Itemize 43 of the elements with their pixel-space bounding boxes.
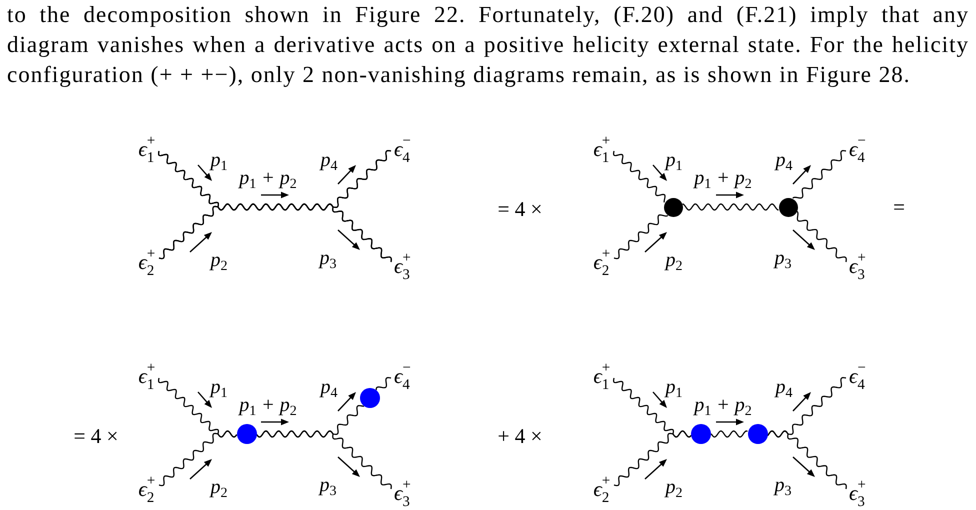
coefficient-term: = 4 × xyxy=(498,198,542,220)
momentum-label: p$_{3}$ xyxy=(774,475,792,495)
momentum-label: p$_{4}$ xyxy=(776,377,792,397)
body-paragraph: to the decomposition shown in Figure 22. Fortunately, (F.20) and (F.21) imply that any diagram vanishes when a derivative acts on a positive helicity external state. For the helicity configuration (+ + +−), only 2 non-vanishing diagrams remain, as is shown in Figure 28. xyxy=(7,1,969,89)
momentum-label: p$_{2}$ xyxy=(210,477,228,497)
wavy-line xyxy=(792,150,846,199)
momentum-label: p$_{1}$ + p$_{2}$ xyxy=(694,168,752,188)
momentum-label: p$_{2}$ xyxy=(666,250,682,270)
wavy-line xyxy=(158,203,392,262)
momentum-label: p$_{4}$ xyxy=(320,150,338,170)
momentum-label: p$_{2}$ xyxy=(666,477,682,497)
momentum-label: p$_{3}$ xyxy=(320,248,336,268)
momentum-label: p$_{3}$ xyxy=(320,475,336,495)
momentum-label: p$_{1}$ xyxy=(210,377,228,397)
wavy-line xyxy=(158,430,238,486)
marker-dot xyxy=(236,424,257,444)
momentum-label: p$_{1}$ + p$_{2}$ xyxy=(694,395,752,415)
coefficient-term: = 4 × xyxy=(74,426,118,446)
momentum-label: p$_{2}$ xyxy=(210,250,228,270)
vertex-dot xyxy=(778,198,798,216)
wavy-line xyxy=(767,430,847,490)
wavy-line xyxy=(614,430,692,486)
momentum-label: p$_{1}$ xyxy=(210,150,228,170)
vertex-dot xyxy=(664,198,682,216)
wavy-line xyxy=(796,211,847,262)
momentum-label: p$_{1}$ + p$_{2}$ xyxy=(239,395,297,415)
momentum-label: p$_{1}$ + p$_{2}$ xyxy=(239,168,297,188)
wavy-line xyxy=(613,150,666,202)
momentum-label: p$_{1}$ xyxy=(666,377,682,397)
momentum-label: p$_{4}$ xyxy=(776,150,792,170)
momentum-label: p$_{3}$ xyxy=(774,248,792,268)
wavy-line xyxy=(682,203,779,211)
wavy-line xyxy=(710,430,748,438)
wavy-line xyxy=(256,430,392,490)
equals-sign: = xyxy=(893,196,905,218)
coefficient-term: + 4 × xyxy=(498,426,542,446)
momentum-label: p$_{4}$ xyxy=(320,377,338,397)
marker-dot xyxy=(691,424,712,444)
wavy-line xyxy=(614,214,668,260)
marker-dot xyxy=(748,424,768,444)
momentum-label: p$_{1}$ xyxy=(666,150,682,170)
wavy-line xyxy=(376,377,392,390)
marker-dot xyxy=(360,388,380,408)
